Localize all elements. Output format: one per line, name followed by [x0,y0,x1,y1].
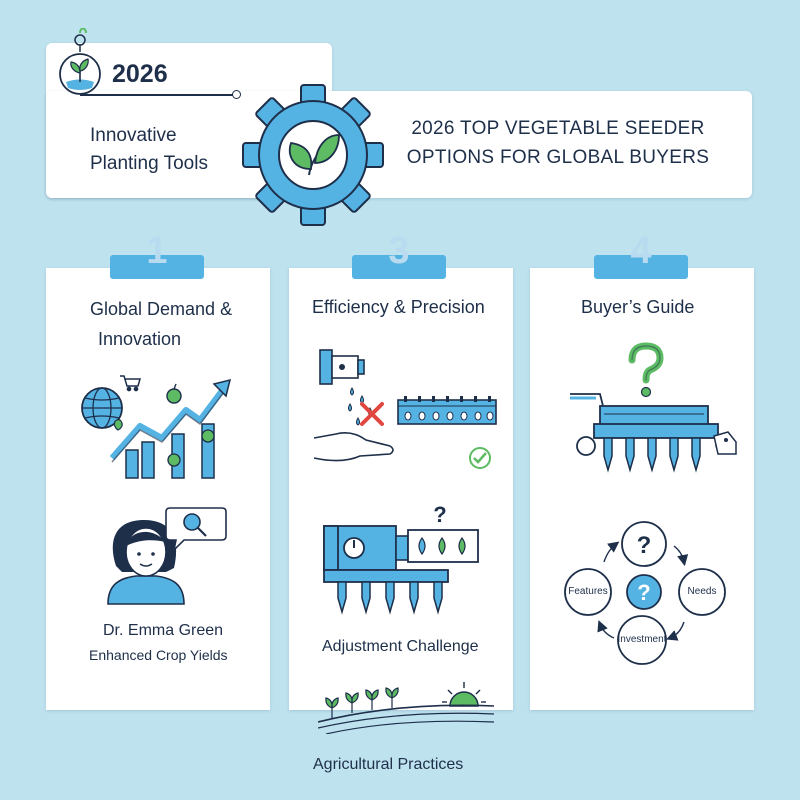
apple-icon [166,383,182,404]
growth-chart-illustration [81,375,232,479]
panel-3-number: 4 [630,230,652,272]
decision-cycle-diagram: ? ? [564,521,726,665]
hand-icon [313,432,394,462]
panel-2-caption: Adjustment Challenge [322,638,479,655]
cycle-node-needs [678,568,726,616]
fruit-icon-2 [167,453,181,467]
panel-1-tab [110,255,204,279]
panel-efficiency [289,268,513,710]
svg-text:?: ? [637,580,650,605]
expert-name: Dr. Emma Green [103,622,224,639]
panel-2-number: 3 [388,230,410,272]
cycle-node-investment [617,615,667,665]
gear-leaf-icon [242,84,384,226]
cycle-label-needs: Needs [687,586,717,597]
year-label: 2026 [112,60,168,88]
panel-2-title: Efficiency & Precision [312,297,485,317]
panel-3-tab [594,255,688,279]
globe-icon [81,387,123,429]
cycle-arrows [597,541,689,641]
panel-1-number: 1 [146,230,168,272]
seed-dispenser-icon [319,349,365,385]
cycle-node-features [564,568,612,616]
sprout-badge-icon [59,28,101,95]
headline: 2026 TOP VEGETABLE SEEDER OPTIONS FOR GL… [398,114,718,172]
panel-1-title: Global Demand & Innovation [90,294,232,354]
panel-3-title: Buyer’s Guide [581,297,695,317]
success-check-icon [469,447,491,469]
headline-line-1: 2026 TOP VEGETABLE SEEDER [411,118,705,139]
cycle-node-center: ? [626,574,662,610]
cycle-label-investment: Investment [617,634,667,645]
sun-icon [442,682,486,707]
price-tag-icon [713,431,737,455]
panel-2-footer: Agricultural Practices [313,756,464,773]
panel-1-title-line-2: Innovation [98,329,182,349]
leaf-icon [113,419,123,431]
headline-line-2: OPTIONS FOR GLOBAL BUYERS [406,147,710,168]
header-card-right [46,91,752,198]
svg-text:?: ? [433,502,446,527]
expert-caption: Enhanced Crop Yields [89,647,228,663]
timeline-line [80,94,234,96]
seeder-shanks [603,437,701,473]
cart-icon [120,375,141,392]
seed-strip-icon [397,396,497,425]
svg-text:?: ? [637,532,652,559]
subtitle-line-2: Planting Tools [90,153,208,174]
header-subtitle: Innovative Planting Tools [90,122,250,178]
planter-shanks [337,581,443,615]
error-cross-icon [360,402,384,426]
seedlings-icon [325,687,399,718]
precision-seeding-illustration [313,349,497,469]
question-mark-icon [628,342,664,398]
search-bubble-icon [165,507,227,553]
expert-avatar-icon [107,507,227,605]
field-sunrise-illustration [318,682,494,734]
buyer-seeder-illustration [570,342,737,473]
timeline-dot [232,90,241,99]
cycle-label-features: Features [568,586,608,597]
seed-display-icon [407,529,479,563]
question-mark-icon: ? [429,502,451,527]
arrow-head-icon [212,378,232,398]
wheel-icon [576,436,596,456]
fruit-icon [201,429,215,443]
seeder-machine-illustration: ? [323,502,479,615]
panel-2-tab [352,255,446,279]
cycle-node-top: ? [621,521,667,567]
panel-1-title-line-1: Global Demand & [90,299,233,319]
subtitle-line-1: Innovative [90,125,177,146]
panel-global-demand [46,268,270,710]
